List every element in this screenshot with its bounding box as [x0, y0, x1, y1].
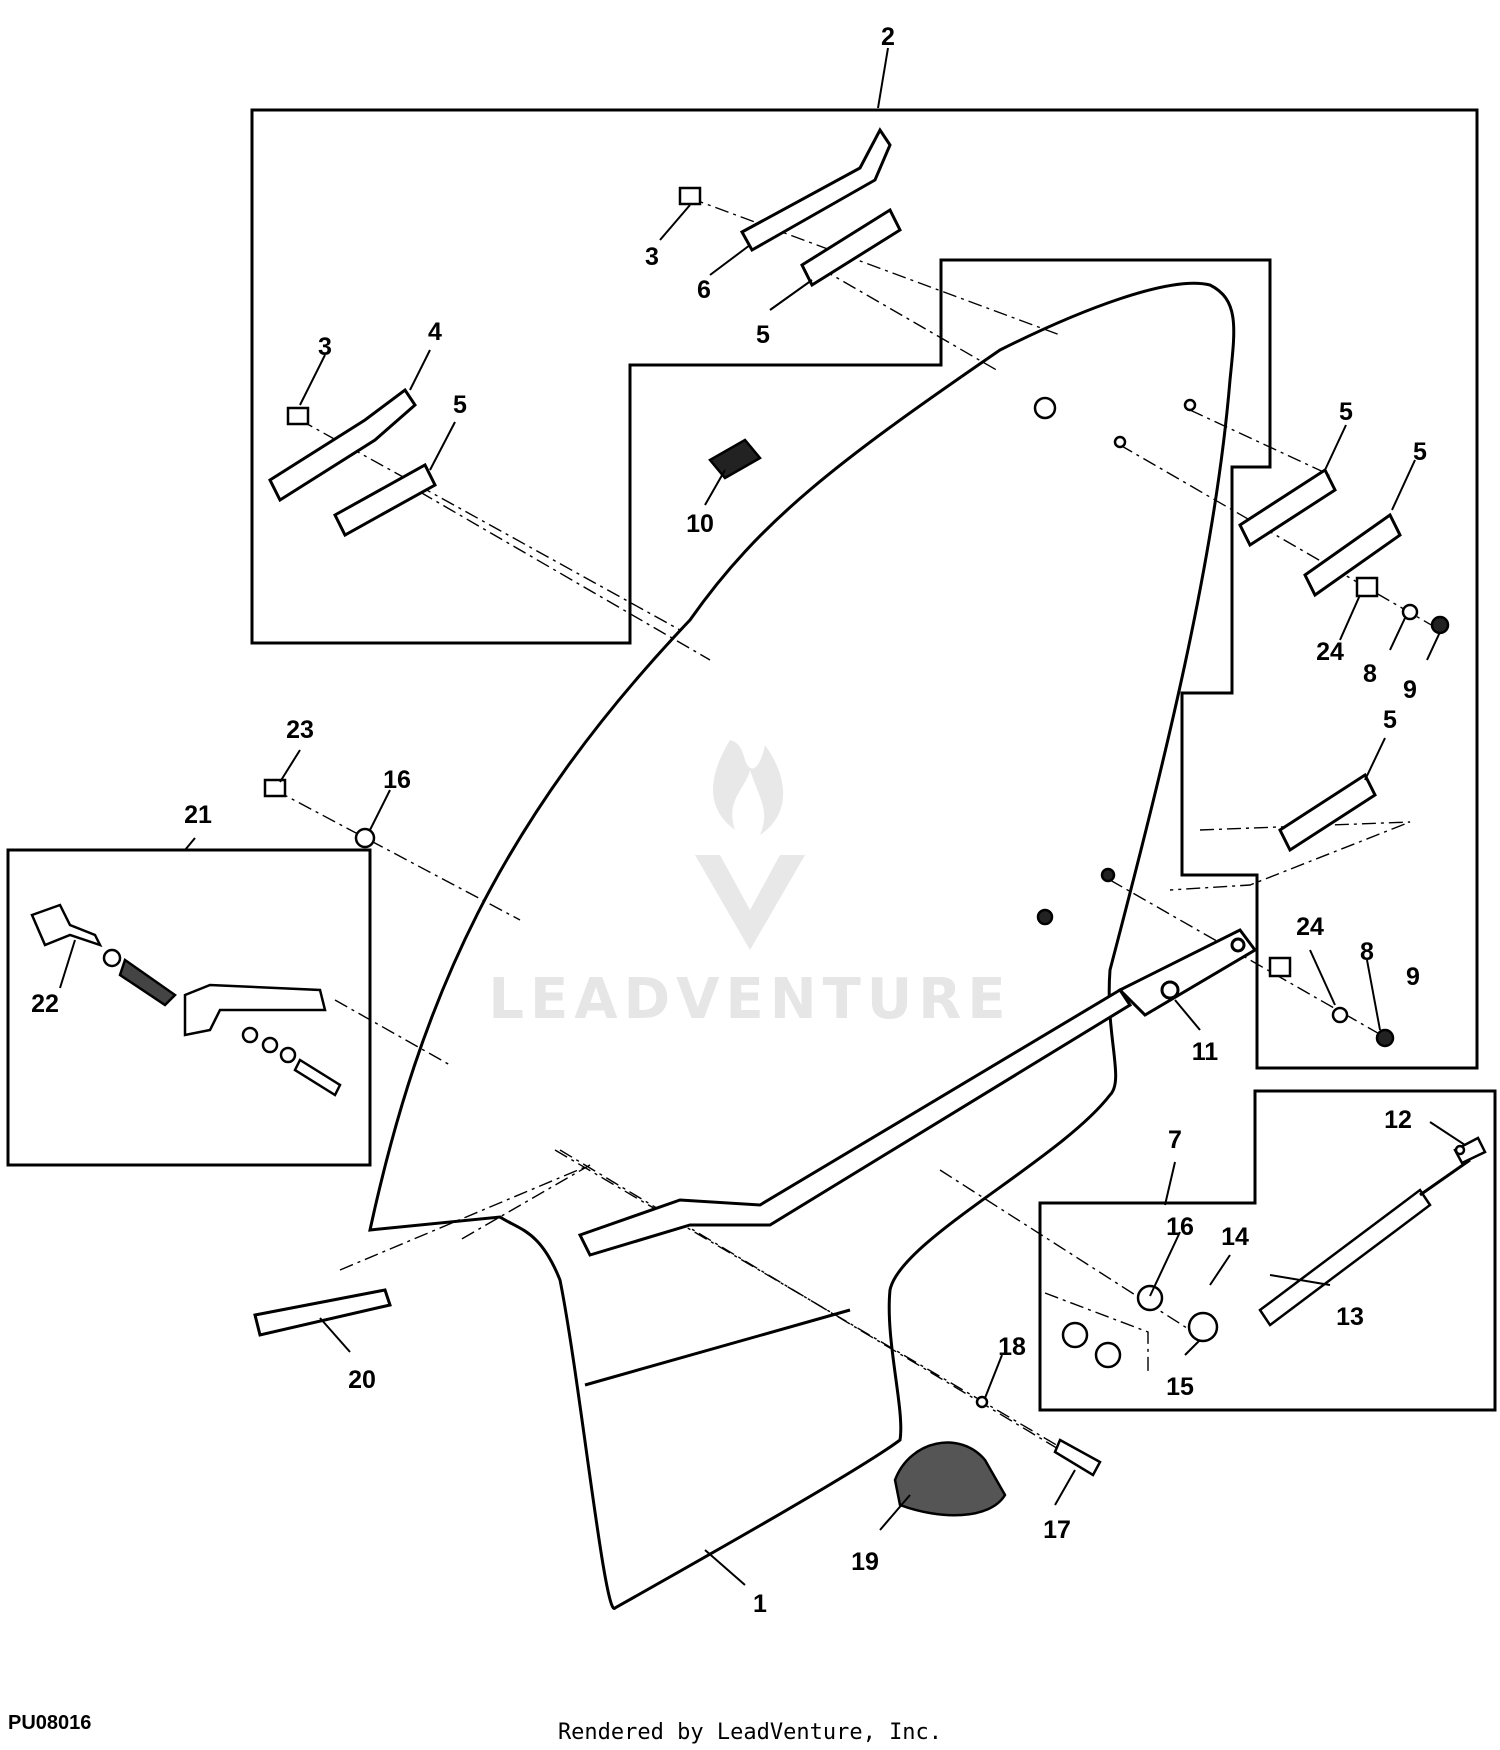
latch-19: [893, 1441, 1007, 1517]
assembly-lines: [274, 197, 1441, 1451]
callout-12: 12: [1384, 1106, 1412, 1134]
callout-17: 17: [1043, 1516, 1071, 1544]
callout-24b: 24: [1296, 913, 1324, 941]
callout-13: 13: [1336, 1303, 1364, 1331]
callout-21: 21: [184, 801, 212, 829]
callout-7: 7: [1168, 1126, 1182, 1154]
callout-8b: 8: [1360, 938, 1374, 966]
callout-11: 11: [1192, 1038, 1219, 1066]
callout-14: 14: [1221, 1223, 1249, 1251]
callout-16b: 16: [1166, 1213, 1194, 1241]
handle-body: [183, 983, 327, 1037]
handle-rod: [577, 928, 1258, 1257]
callout-1: 1: [753, 1590, 767, 1618]
callout-10: 10: [686, 510, 714, 538]
plate-5a: [800, 207, 902, 288]
rendered-by-credit: Rendered by LeadVenture, Inc.: [557, 1720, 943, 1745]
group-boxes: [6, 108, 1497, 1412]
v-logo-icon: [695, 855, 805, 950]
window-glass-outline: [368, 281, 1236, 1610]
callout-15: 15: [1166, 1373, 1194, 1401]
hardware: [263, 186, 1487, 1517]
callout-5e: 5: [1383, 706, 1397, 734]
key-22: [30, 903, 103, 948]
glass-panel: [368, 281, 1236, 1610]
group-7-box: [1038, 1089, 1497, 1412]
hinge-6: [739, 127, 892, 253]
callout-3b: 3: [318, 333, 332, 361]
callout-16a: 16: [383, 766, 411, 794]
latch-assembly-21: [30, 903, 342, 1097]
callout-3a: 3: [645, 243, 659, 271]
callout-18: 18: [998, 1333, 1026, 1361]
spring: [118, 958, 177, 1007]
gas-strut-13: [1258, 1188, 1432, 1327]
callout-23: 23: [286, 716, 314, 744]
group-2-box: [250, 108, 1479, 1070]
callout-9a: 9: [1403, 676, 1417, 704]
callout-4: 4: [428, 318, 442, 346]
callout-6: 6: [697, 276, 711, 304]
group-21-box: [6, 848, 372, 1167]
flame-logo-icon: [713, 740, 784, 835]
callout-20: 20: [348, 1366, 376, 1394]
strut-end-12: [1453, 1136, 1487, 1165]
plate-20: [253, 1288, 392, 1337]
plate-5e: [1278, 772, 1377, 853]
plate-5b: [333, 462, 437, 538]
hinge-4: [268, 387, 417, 503]
watermark-brand: LEADVENTURE: [488, 967, 1011, 1032]
callout-2: 2: [881, 23, 895, 51]
figure-id: PU08016: [8, 1712, 92, 1734]
callout-24a: 24: [1316, 638, 1344, 666]
leadventure-watermark: LEADVENTURE: [488, 740, 1011, 1032]
callout-5c: 5: [1339, 398, 1353, 426]
callout-5a: 5: [756, 321, 770, 349]
callout-8a: 8: [1363, 660, 1377, 688]
callout-5d: 5: [1413, 438, 1427, 466]
bolt-17: [1053, 1438, 1102, 1477]
plate-5c: [1238, 467, 1337, 548]
hinge-parts: [253, 127, 1402, 1337]
callout-5b: 5: [453, 391, 467, 419]
plate-5d: [1303, 512, 1402, 598]
callout-labels: 2 3 6 5 3 4 5 10 5 5 24 8 9 5 23 16 21 2…: [31, 23, 1427, 1618]
callout-22: 22: [31, 990, 59, 1018]
clip-10: [708, 438, 762, 480]
leader-lines: [59, 47, 1466, 1586]
callout-9b: 9: [1406, 963, 1420, 991]
callout-19: 19: [851, 1548, 879, 1576]
